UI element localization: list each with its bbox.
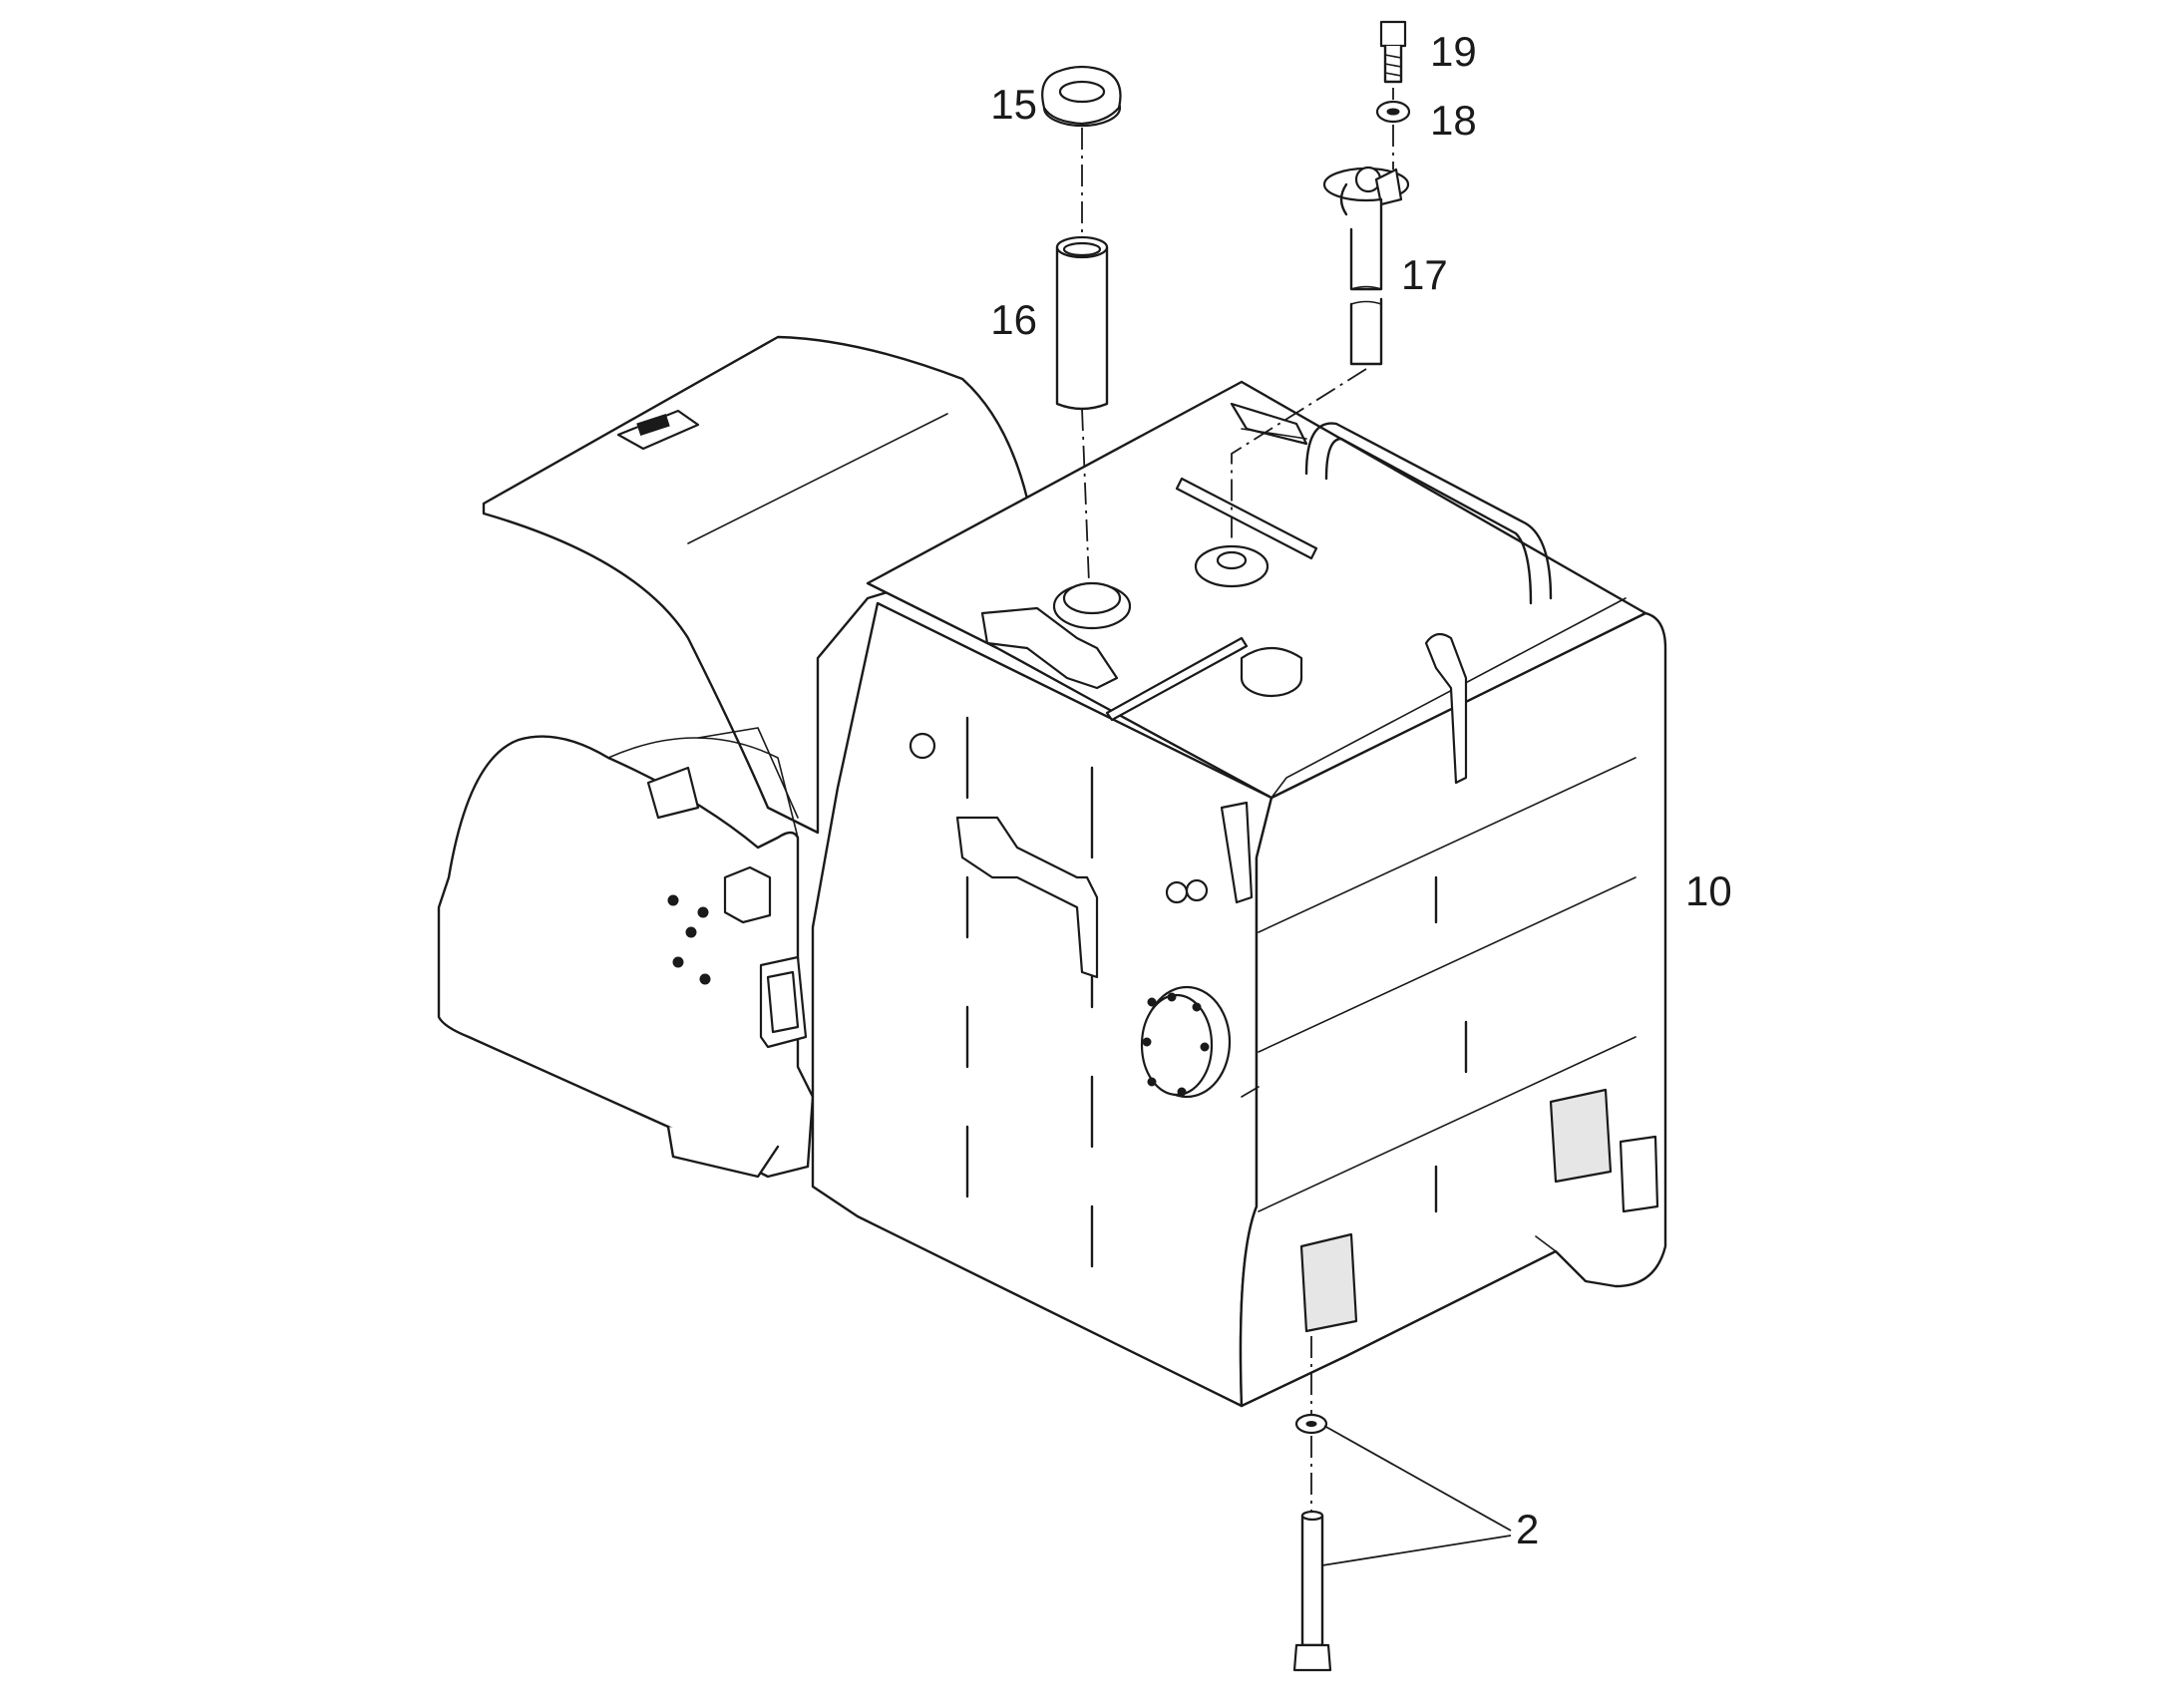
callout-17: 17 bbox=[1401, 251, 1448, 298]
callout-10: 10 bbox=[1685, 867, 1732, 914]
callout-2: 2 bbox=[1516, 1506, 1539, 1552]
part-15-filler-cap bbox=[1041, 65, 1122, 128]
callout-15: 15 bbox=[990, 81, 1037, 128]
hood-cover bbox=[482, 335, 1029, 835]
part-2-bolt bbox=[1292, 1510, 1332, 1672]
tank-top-fittings bbox=[980, 402, 1553, 722]
callout-19: 19 bbox=[1430, 28, 1477, 75]
leader-2-washer bbox=[1323, 1425, 1512, 1532]
centerline-17 bbox=[1231, 368, 1367, 543]
left-side-panel bbox=[437, 727, 815, 1179]
centerline-16 bbox=[1081, 408, 1090, 584]
part-18-washer bbox=[1375, 100, 1411, 124]
callout-18: 18 bbox=[1430, 97, 1477, 144]
part-17-fuel-sender bbox=[1322, 166, 1410, 366]
callout-16: 16 bbox=[990, 296, 1037, 343]
leader-2-bolt bbox=[1321, 1535, 1512, 1566]
fuel-tank bbox=[811, 380, 1667, 1408]
part-2-washer bbox=[1294, 1413, 1328, 1435]
part-19-screw bbox=[1379, 20, 1407, 84]
part-16-filler-tube bbox=[1055, 235, 1109, 411]
